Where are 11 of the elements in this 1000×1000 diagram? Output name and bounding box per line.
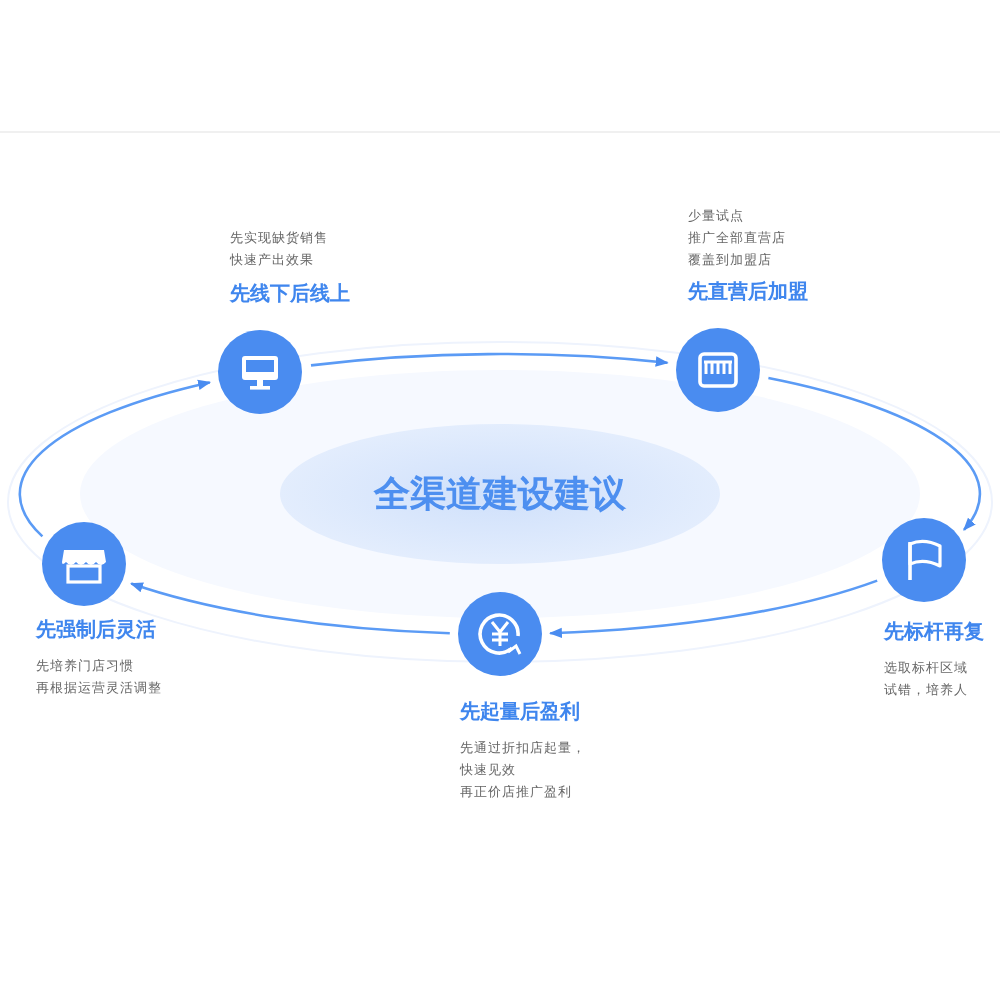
arrow: [129, 582, 450, 635]
step-title: 先线下后线上: [230, 284, 350, 309]
step-title: 先标杆再复: [883, 621, 984, 646]
center-title: 全渠道建设建议: [374, 472, 626, 518]
arrow: [19, 380, 212, 538]
step-title: 先强制后灵活: [36, 620, 157, 644]
arrow: [768, 376, 981, 531]
arrow: [310, 352, 669, 367]
step-title: 先起量后盈利: [460, 702, 580, 726]
arrow: [548, 579, 878, 638]
step-title: 先直营后加盟: [687, 281, 808, 306]
